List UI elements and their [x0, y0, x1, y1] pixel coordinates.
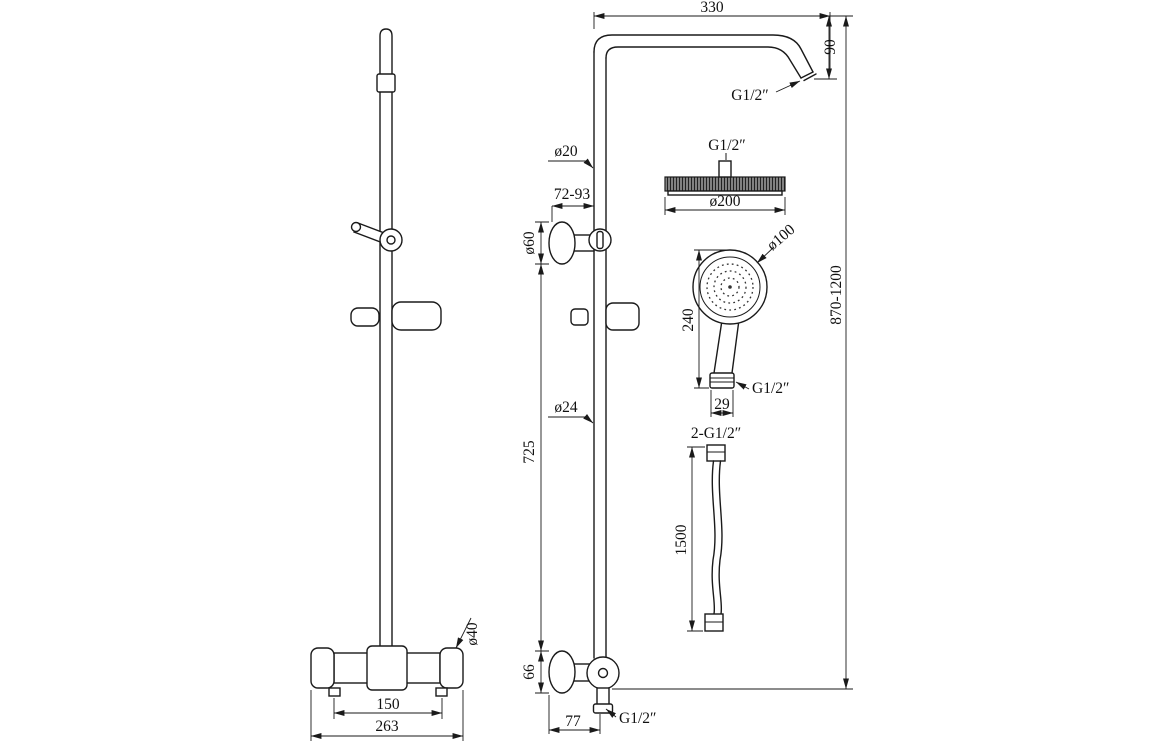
label-valve-thread: G1/2″: [605, 708, 656, 727]
riser-pipe-side: [593, 34, 817, 659]
dim-head-dia: ø200: [664, 193, 786, 215]
dim-arm-drop-label: 90: [822, 39, 839, 55]
dim-bracket-range-label: 72-93: [554, 186, 590, 203]
dim-hose-length-label: 1500: [673, 524, 690, 555]
dim-hand-length-label: 240: [680, 308, 697, 332]
label-arm-thread-text: G1/2″: [731, 87, 768, 104]
dim-hand-dia: ø100: [756, 221, 799, 264]
dim-bracket-range: 72-93: [551, 186, 595, 222]
label-valve-thread-text: G1/2″: [619, 710, 656, 727]
wall-bracket-side: [548, 221, 612, 265]
dim-pipe-length-label: 725: [521, 440, 538, 464]
hose-fitting-top: [706, 444, 726, 462]
dim-lower-pipe-dia-label: ø24: [554, 399, 578, 416]
dim-hand-length: 240: [680, 249, 727, 389]
dim-flange-dia: ø60: [521, 221, 549, 265]
dim-valve-offset-label: 77: [565, 713, 581, 730]
head-connector: [718, 160, 732, 178]
dim-handle-spacing-label: 150: [376, 696, 400, 713]
dim-valve-height: 66: [521, 650, 549, 694]
dim-head-dia-label: ø200: [710, 193, 741, 210]
dim-hand-outlet-width-label: 29: [714, 396, 730, 413]
label-hose-thread-text: 2-G1/2″: [691, 425, 741, 442]
dim-valve-dia: ø40: [455, 617, 481, 649]
riser-pipe-front: [376, 28, 396, 649]
dim-body-width: 263: [310, 690, 464, 741]
hand-shower: G1/2″ ø100 240 29: [680, 221, 799, 417]
arm-outlet-cap: [800, 71, 817, 82]
head-rim: [667, 190, 783, 196]
pipe-joint: [376, 73, 396, 93]
diverter-handle-front: [350, 221, 403, 252]
dim-pipe-length: 725: [521, 263, 544, 652]
slider-bracket-side: [570, 302, 640, 331]
dim-arm-drop: 90: [814, 15, 839, 80]
valve-side: [548, 650, 620, 714]
front-view: 150 263 ø40: [310, 28, 481, 741]
label-hand-thread: G1/2″: [735, 380, 789, 397]
dim-valve-dia-label: ø40: [464, 622, 481, 646]
label-arm-thread: G1/2″: [731, 80, 801, 104]
hand-shower-handle: [713, 322, 740, 374]
dim-body-width-label: 263: [375, 718, 399, 735]
dim-valve-offset: 77: [548, 695, 601, 734]
dim-hand-dia-label: ø100: [764, 221, 799, 254]
hand-shower-inlet: [709, 372, 735, 389]
dim-overall-height-label: 870-1200: [828, 265, 845, 325]
dim-lower-pipe-dia: ø24: [548, 399, 594, 424]
slider-bracket-front: [350, 301, 442, 331]
dim-upper-pipe-dia: ø20: [548, 143, 594, 169]
dim-handle-spacing: 150: [333, 696, 443, 719]
dim-hand-outlet-width: 29: [710, 390, 734, 417]
shower-hose: 2-G1/2″ 1500: [673, 425, 741, 632]
dim-flange-dia-label: ø60: [521, 231, 538, 255]
dim-overall-height: 870-1200: [612, 15, 853, 690]
shower-head: G1/2″ ø200: [664, 137, 786, 215]
dim-hose-length: 1500: [673, 446, 705, 632]
thermostatic-valve-front: [310, 645, 464, 697]
label-head-thread: G1/2″: [708, 137, 746, 160]
dim-arm-length-label: 330: [700, 0, 724, 16]
dim-upper-pipe-dia-label: ø20: [554, 143, 578, 160]
head-plate: [664, 176, 786, 192]
label-hand-thread-text: G1/2″: [752, 380, 789, 397]
side-view: 330 90 G1/2″ ø20 72-93 ø60 725: [521, 0, 839, 734]
label-head-thread-text: G1/2″: [708, 137, 745, 154]
dim-valve-height-label: 66: [521, 664, 538, 680]
